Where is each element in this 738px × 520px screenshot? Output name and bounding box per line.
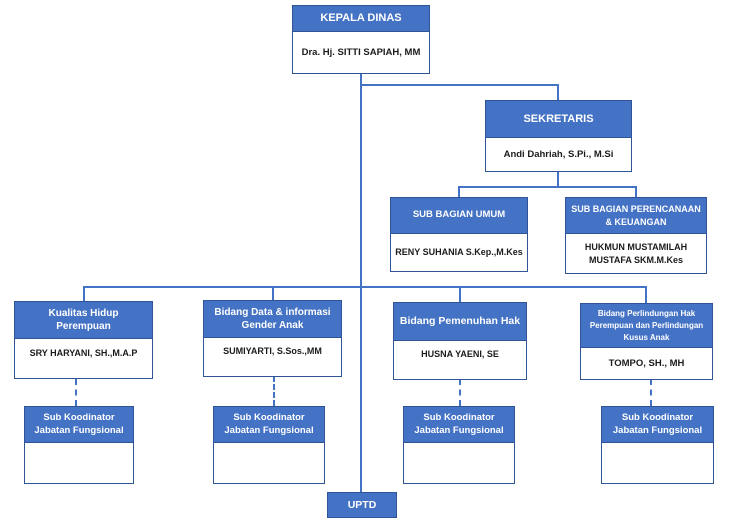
node-title: SEKRETARIS [486, 101, 631, 138]
node-title: Sub Koodinator Jabatan Fungsional [25, 407, 133, 443]
org-node-bidang-perlindungan-hak: Bidang Perlindungan Hak Perempuan dan Pe… [580, 303, 713, 380]
node-title: Bidang Perlindungan Hak Perempuan dan Pe… [581, 304, 712, 348]
org-node-sub-koordinator-1: Sub Koodinator Jabatan Fungsional [24, 406, 134, 484]
node-title: Sub Koodinator Jabatan Fungsional [404, 407, 514, 443]
node-person-name: HUKMUN MUSTAMILAH MUSTAFA SKM.M.Kes [584, 241, 688, 265]
node-title: Sub Koodinator Jabatan Fungsional [214, 407, 324, 443]
node-title: SUB BAGIAN UMUM [391, 198, 527, 234]
node-title: Sub Koodinator Jabatan Fungsional [602, 407, 713, 443]
node-person-name: RENY SUHANIA S.Kep.,M.Kes [395, 247, 523, 258]
org-node-sub-koordinator-4: Sub Koodinator Jabatan Fungsional [601, 406, 714, 484]
node-person-name [25, 443, 133, 483]
node-title: Kualitas Hidup Perempuan [15, 302, 152, 339]
connector-bidang4-drop [645, 286, 647, 304]
connector-dashed-subkoord-3 [459, 379, 461, 406]
connector-subbagian-keu-drop [635, 186, 637, 198]
org-node-uptd: UPTD [327, 492, 397, 518]
node-title: SUB BAGIAN PERENCANAAN & KEUANGAN [566, 198, 706, 234]
connector-dashed-subkoord-4 [650, 379, 652, 406]
node-title: Bidang Data & informasi Gender Anak [204, 301, 341, 338]
node-person-name [404, 443, 514, 483]
node-person-name: SRY HARYANI, SH.,M.A.P [29, 347, 138, 358]
org-node-sub-bagian-perencanaan-keuangan: SUB BAGIAN PERENCANAAN & KEUANGAN HUKMUN… [565, 197, 707, 274]
connector-main-vertical [360, 73, 362, 492]
org-node-kepala-dinas: KEPALA DINAS Dra. Hj. SITTI SAPIAH, MM [292, 5, 430, 74]
node-person-name: Dra. Hj. SITTI SAPIAH, MM [301, 46, 421, 58]
org-node-sub-koordinator-3: Sub Koodinator Jabatan Fungsional [403, 406, 515, 484]
connector-bidang2-drop [272, 286, 274, 301]
connector-bidang3-drop [459, 286, 461, 303]
connector-sekretaris-drop [557, 84, 559, 101]
connector-subbagian-umum-drop [458, 186, 460, 198]
node-person-name: SUMIYARTI, S.Sos.,MM [223, 346, 322, 357]
node-person-name: TOMPO, SH., MH [608, 357, 685, 369]
org-node-sub-bagian-umum: SUB BAGIAN UMUM RENY SUHANIA S.Kep.,M.Ke… [390, 197, 528, 272]
node-person-name: HUSNA YAENI, SE [421, 349, 499, 360]
node-person-name [602, 443, 713, 483]
node-person-name: Andi Dahriah, S.Pi., M.Si [503, 148, 614, 160]
connector-subbagian-branch [458, 186, 637, 188]
connector-dashed-subkoord-2 [273, 376, 275, 406]
node-title: KEPALA DINAS [293, 6, 429, 32]
org-node-bidang-pemenuhan-hak: Bidang Pemenuhan Hak HUSNA YAENI, SE [393, 302, 527, 380]
org-node-bidang-data-informasi-gender-anak: Bidang Data & informasi Gender Anak SUMI… [203, 300, 342, 377]
node-person-name [214, 443, 324, 483]
org-node-sekretaris: SEKRETARIS Andi Dahriah, S.Pi., M.Si [485, 100, 632, 172]
node-title: UPTD [347, 499, 377, 511]
connector-bidang-branch [83, 286, 647, 288]
node-title: Bidang Pemenuhan Hak [394, 303, 526, 341]
org-node-bidang-kualitas-hidup-perempuan: Kualitas Hidup Perempuan SRY HARYANI, SH… [14, 301, 153, 379]
connector-sekretaris-out [557, 171, 559, 187]
connector-sekretaris-branch [360, 84, 559, 86]
org-node-sub-koordinator-2: Sub Koodinator Jabatan Fungsional [213, 406, 325, 484]
connector-bidang1-drop [83, 286, 85, 302]
connector-dashed-subkoord-1 [75, 379, 77, 406]
